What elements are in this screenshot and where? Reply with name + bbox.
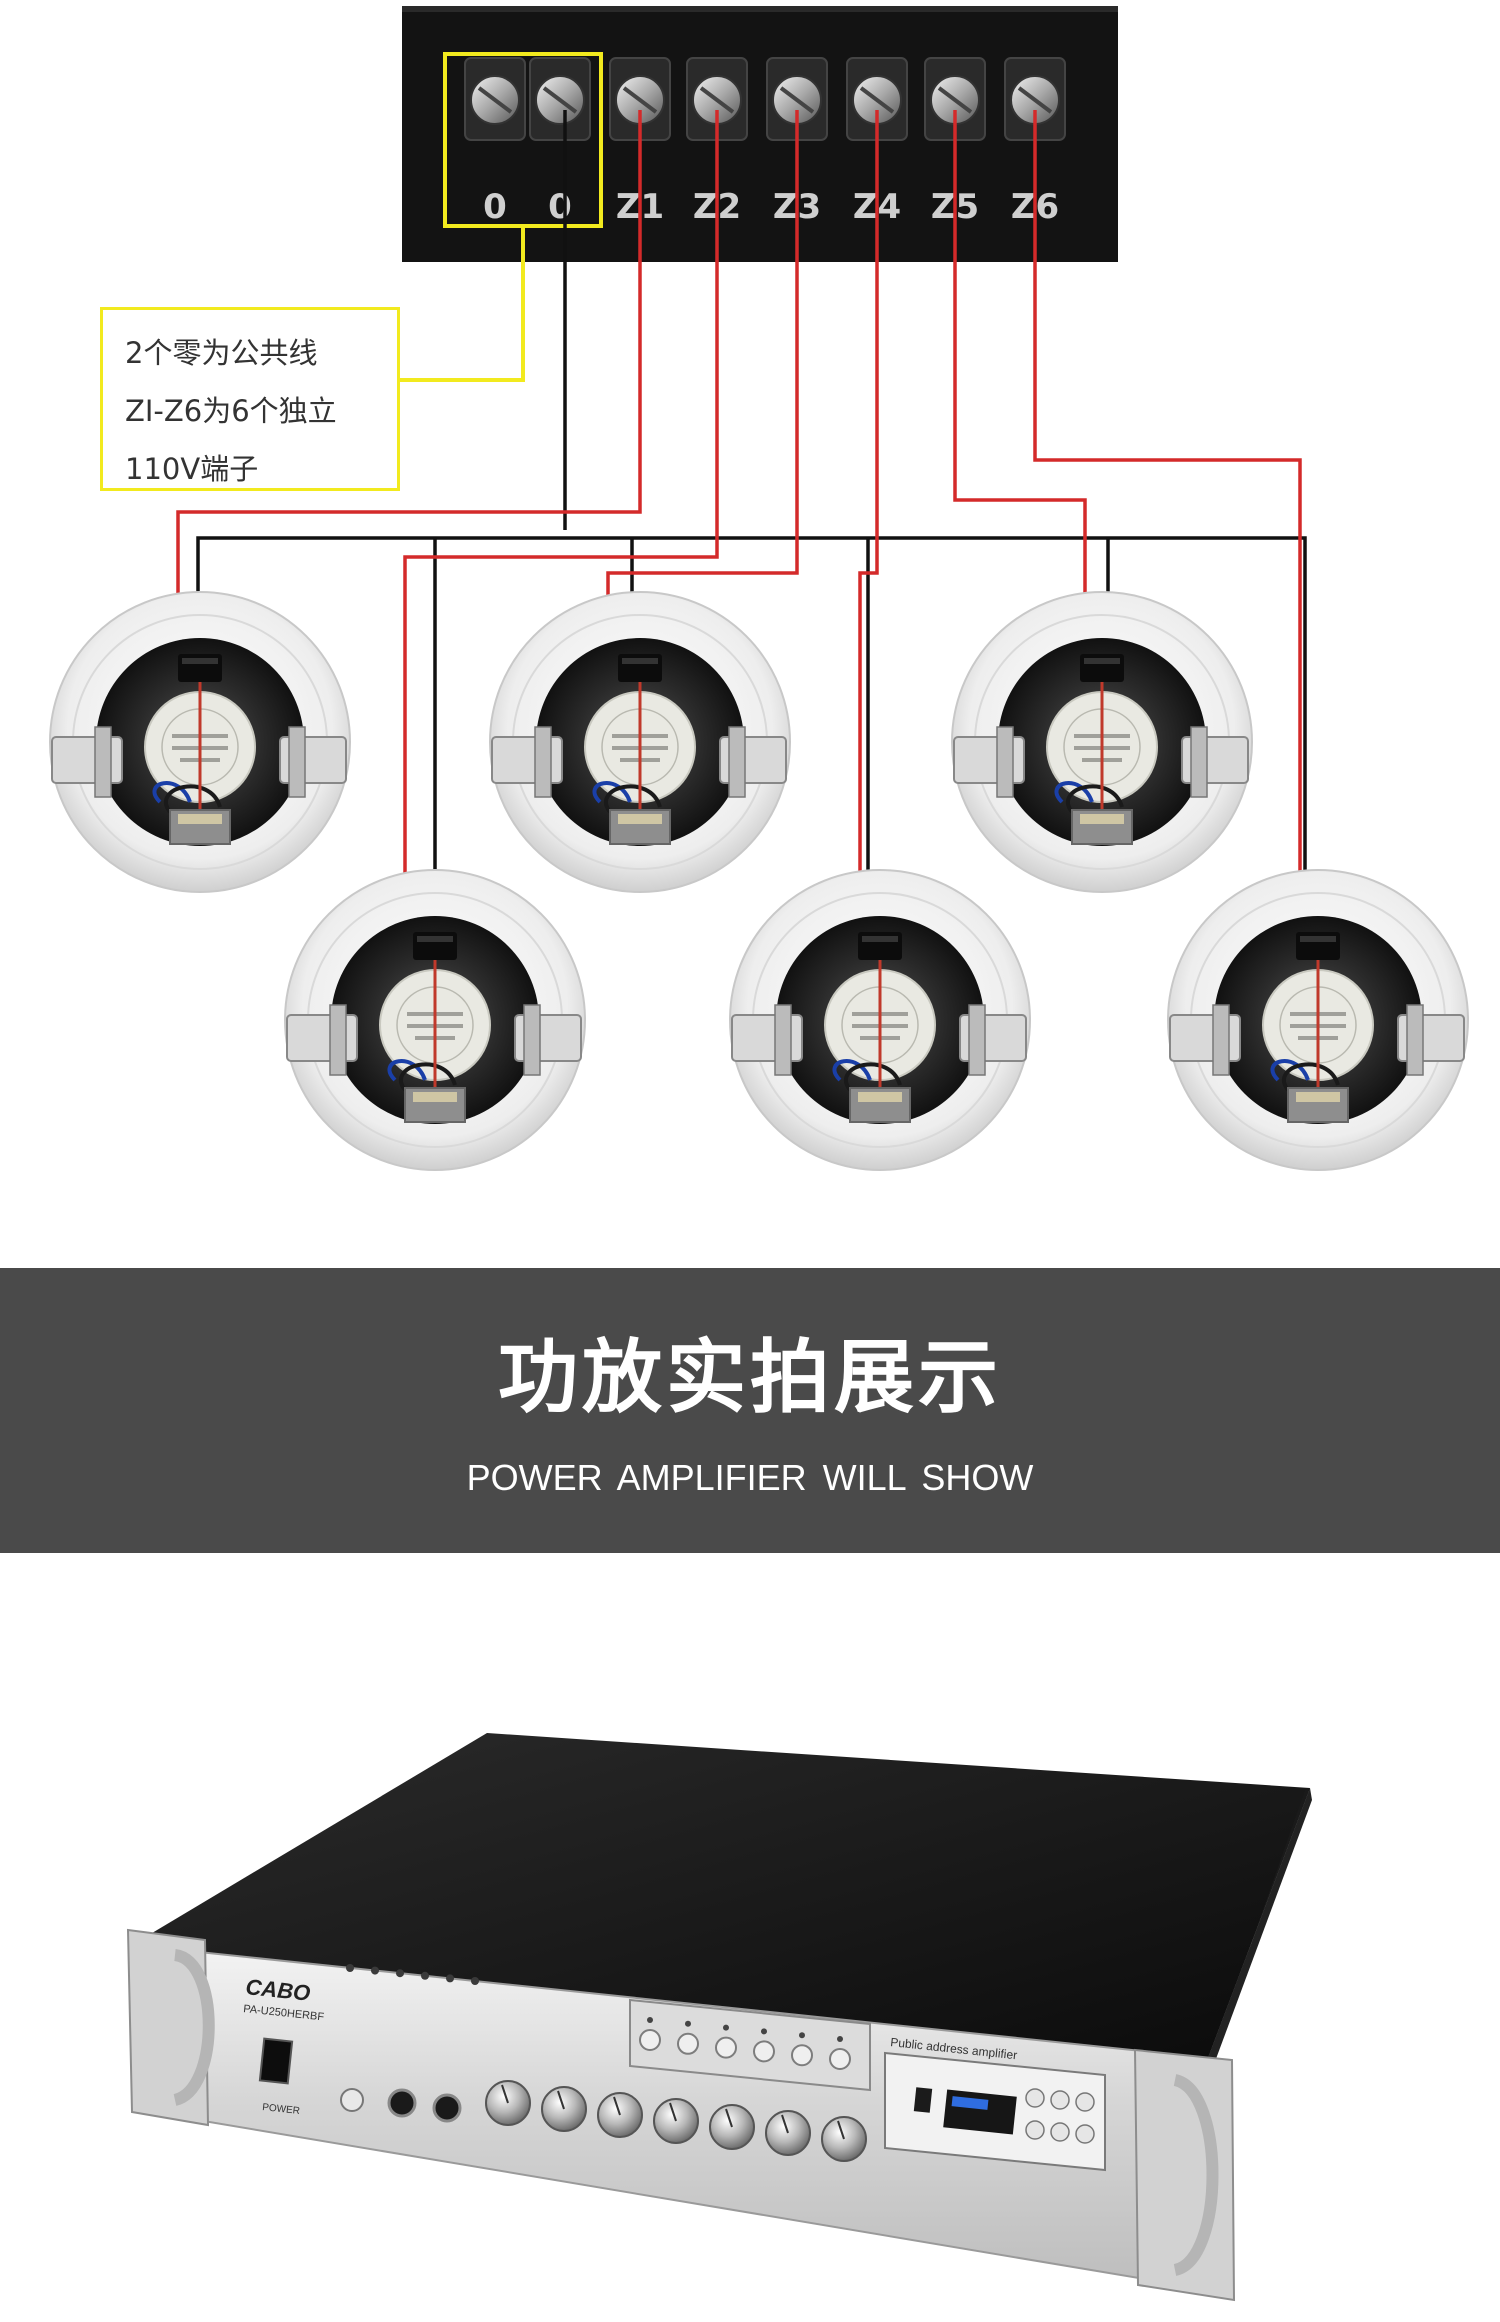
power-label: POWER xyxy=(262,2102,301,2117)
callout-connector xyxy=(400,226,525,382)
zone-select-button-3[interactable] xyxy=(715,2036,737,2059)
usb-port[interactable] xyxy=(913,2087,933,2113)
zone-wire-z6 xyxy=(1033,110,1302,941)
zone-wire-z2 xyxy=(403,110,719,941)
indicator-led-1 xyxy=(346,1964,354,1972)
zone-led-5 xyxy=(799,2032,805,2039)
mic1-jack[interactable] xyxy=(387,2088,417,2118)
mp3-button-3[interactable] xyxy=(1025,2120,1045,2140)
mic2-jack[interactable] xyxy=(432,2093,462,2123)
ceiling-speaker-z2 xyxy=(283,868,587,1172)
banner-subtitle: POWER AMPLIFIER WILL SHOW xyxy=(466,1457,1034,1498)
terminal-screw-5 xyxy=(766,57,828,141)
callout-line-common: 2个零为公共线 xyxy=(125,336,318,370)
terminal-label-2: 0 xyxy=(548,187,572,227)
terminal-screw-1 xyxy=(464,57,526,141)
terminal-screw-6 xyxy=(846,57,908,141)
zone-select-button-5[interactable] xyxy=(791,2044,813,2067)
terminal-screw-4 xyxy=(686,57,748,141)
ceiling-speaker-z1 xyxy=(48,590,352,894)
left-handle xyxy=(172,1949,215,2106)
section-banner xyxy=(0,1268,1500,1553)
zone-select-button-6[interactable] xyxy=(829,2048,851,2070)
amp-side-panel xyxy=(1208,1788,1312,2075)
zone-led-2 xyxy=(685,2020,691,2027)
callout-note: 2个零为公共线 ZI-Z6为6个独立 110V端子 xyxy=(100,307,400,491)
volume-knobs xyxy=(485,2080,867,2162)
amplifier-photo: CABO PA-U250HERBF POWER Public address a… xyxy=(126,1733,1312,2302)
indicator-leds xyxy=(346,1964,479,1985)
zone-led-4 xyxy=(761,2028,767,2035)
ceiling-speaker-z6 xyxy=(1166,868,1470,1172)
terminal-label-1: 0 xyxy=(483,187,507,227)
ceiling-speaker-z3 xyxy=(488,590,792,894)
ceiling-speaker-z4 xyxy=(728,868,1032,1172)
banner-title: 功放实拍展示 xyxy=(498,1331,1002,1424)
terminal-screws xyxy=(464,57,1066,141)
terminal-screw-2 xyxy=(529,57,591,141)
zone-led-3 xyxy=(723,2024,729,2031)
mp3-button-5[interactable] xyxy=(1075,2092,1095,2112)
callout-line-zones: ZI-Z6为6个独立 xyxy=(125,394,337,428)
indicator-led-2 xyxy=(371,1966,379,1975)
zone-wire-z4 xyxy=(858,110,879,941)
zone-buttons xyxy=(639,2017,851,2070)
zone-select-button-4[interactable] xyxy=(753,2040,775,2063)
zone-wire-z5 xyxy=(953,110,1087,665)
indicator-led-3 xyxy=(396,1969,404,1978)
zone-led-6 xyxy=(837,2036,843,2042)
amp-top-cover xyxy=(132,1733,1310,2058)
zone-select-button-1[interactable] xyxy=(639,2029,661,2051)
terminal-screw-3 xyxy=(609,57,671,141)
mp3-button-4[interactable] xyxy=(1050,2122,1070,2142)
mp3-buttons xyxy=(1025,2088,1095,2144)
mp3-button-6[interactable] xyxy=(1075,2124,1095,2144)
chime-button[interactable] xyxy=(340,2088,364,2112)
left-rack-ear xyxy=(126,1928,210,2127)
mp3-button-2[interactable] xyxy=(1050,2090,1070,2110)
mp3-button-1[interactable] xyxy=(1025,2088,1045,2108)
right-handle xyxy=(1172,2074,1219,2276)
terminal-screw-8 xyxy=(1004,57,1066,141)
zone-select-button-2[interactable] xyxy=(677,2032,699,2055)
indicator-led-4 xyxy=(421,1971,429,1980)
terminal-screw-7 xyxy=(924,57,986,141)
speakers xyxy=(48,590,1470,1172)
ceiling-speaker-z5 xyxy=(950,590,1254,894)
callout-line-voltage: 110V端子 xyxy=(125,452,259,486)
indicator-led-6 xyxy=(471,1977,479,1985)
mp3-display xyxy=(943,2089,1017,2135)
zone-wire-z1 xyxy=(176,110,642,665)
zone-led-1 xyxy=(647,2017,653,2023)
indicator-led-5 xyxy=(446,1974,454,1983)
power-switch[interactable] xyxy=(258,2037,294,2085)
